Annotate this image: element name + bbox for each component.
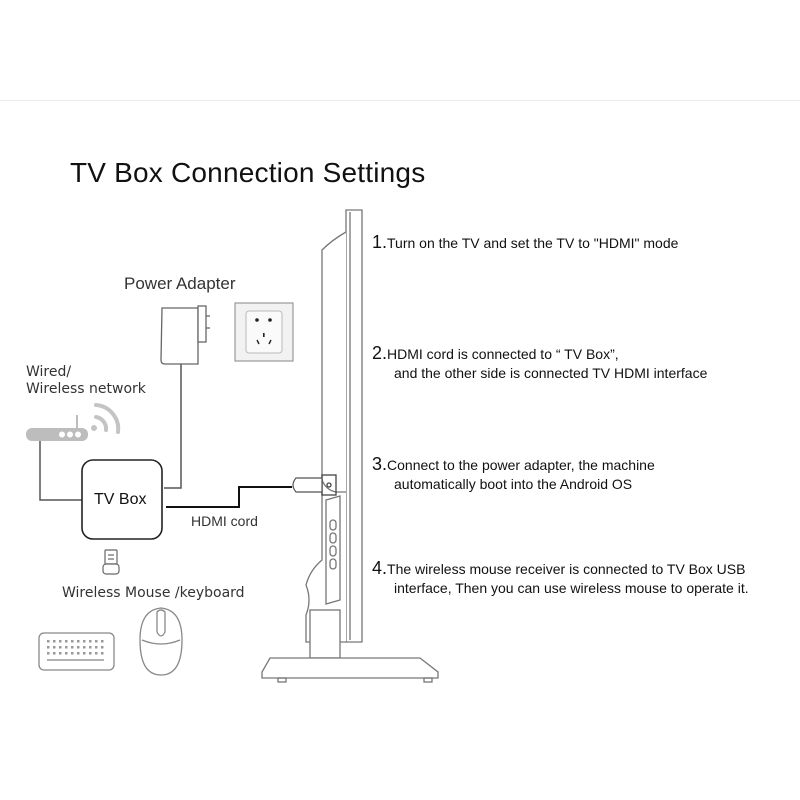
keyboard-key — [65, 646, 68, 649]
step-text: Connect to the power adapter, the machin… — [387, 457, 655, 473]
keyboard-key — [89, 640, 92, 643]
power-adapter-label: Power Adapter — [124, 274, 236, 293]
step-text: HDMI cord is connected to “ TV Box”, — [387, 346, 619, 362]
hdmi-cord-line — [166, 486, 292, 508]
wall-socket-icon — [234, 302, 294, 362]
step-text: The wireless mouse receiver is connected… — [387, 561, 746, 577]
step-text-line2: interface, Then you can use wireless mou… — [394, 580, 749, 596]
keyboard-key — [77, 652, 80, 655]
wifi-icon — [91, 403, 121, 434]
keyboard-key — [101, 652, 104, 655]
keyboard-key — [95, 652, 98, 655]
keyboard-key — [53, 640, 56, 643]
keyboard-key — [59, 646, 62, 649]
keyboard-key — [47, 640, 50, 643]
step-number: 1. — [372, 232, 388, 252]
keyboard-key — [101, 640, 104, 643]
usb-receiver-icon — [102, 549, 120, 575]
keyboard-key — [101, 646, 104, 649]
hdmi-cord-label: HDMI cord — [191, 513, 258, 529]
tv-box-icon — [81, 459, 163, 540]
router-icon — [26, 415, 88, 441]
network-label-line1: Wired/ — [26, 364, 72, 380]
keyboard-key — [59, 640, 62, 643]
page-title: TV Box Connection Settings — [70, 157, 426, 188]
keyboard-key — [71, 640, 74, 643]
keyboard-key — [95, 640, 98, 643]
step-number: 4. — [372, 558, 388, 578]
keyboard-key — [95, 646, 98, 649]
step-4: 4.The wireless mouse receiver is connect… — [372, 559, 749, 598]
hdmi-plug-icon — [292, 477, 323, 493]
step-2: 2.HDMI cord is connected to “ TV Box”, a… — [372, 344, 707, 383]
mouse-icon — [139, 607, 183, 676]
power-adapter-icon — [160, 305, 210, 365]
keyboard-key — [65, 652, 68, 655]
keyboard-key — [47, 646, 50, 649]
step-text-line2: and the other side is connected TV HDMI … — [394, 365, 708, 381]
top-divider — [0, 100, 800, 101]
keyboard-key — [77, 646, 80, 649]
power-cord-line — [164, 363, 182, 489]
tv-box-label: TV Box — [94, 491, 147, 508]
keyboard-key — [53, 652, 56, 655]
keyboard-key — [89, 652, 92, 655]
mouse-keyboard-label: Wireless Mouse /keyboard — [62, 585, 245, 601]
keyboard-key — [53, 646, 56, 649]
keyboard-key — [83, 652, 86, 655]
step-number: 3. — [372, 454, 388, 474]
step-number: 2. — [372, 343, 388, 363]
keyboard-key — [65, 640, 68, 643]
network-label-line2: Wireless network — [26, 381, 146, 397]
keyboard-key — [89, 646, 92, 649]
step-text: Turn on the TV and set the TV to "HDMI" … — [387, 235, 679, 251]
keyboard-key — [71, 646, 74, 649]
keyboard-key — [71, 652, 74, 655]
network-cord-line — [39, 440, 82, 501]
step-text-line2: automatically boot into the Android OS — [394, 476, 633, 492]
keyboard-key — [77, 640, 80, 643]
keyboard-key — [47, 652, 50, 655]
keyboard-key — [59, 652, 62, 655]
keyboard-key — [83, 646, 86, 649]
step-1: 1.Turn on the TV and set the TV to "HDMI… — [372, 233, 678, 253]
keyboard-key — [83, 640, 86, 643]
keyboard-icon — [38, 632, 115, 671]
step-3: 3.Connect to the power adapter, the mach… — [372, 455, 655, 494]
network-label: Wired/ Wireless network — [26, 364, 146, 398]
tv-side-view-icon — [261, 209, 439, 683]
